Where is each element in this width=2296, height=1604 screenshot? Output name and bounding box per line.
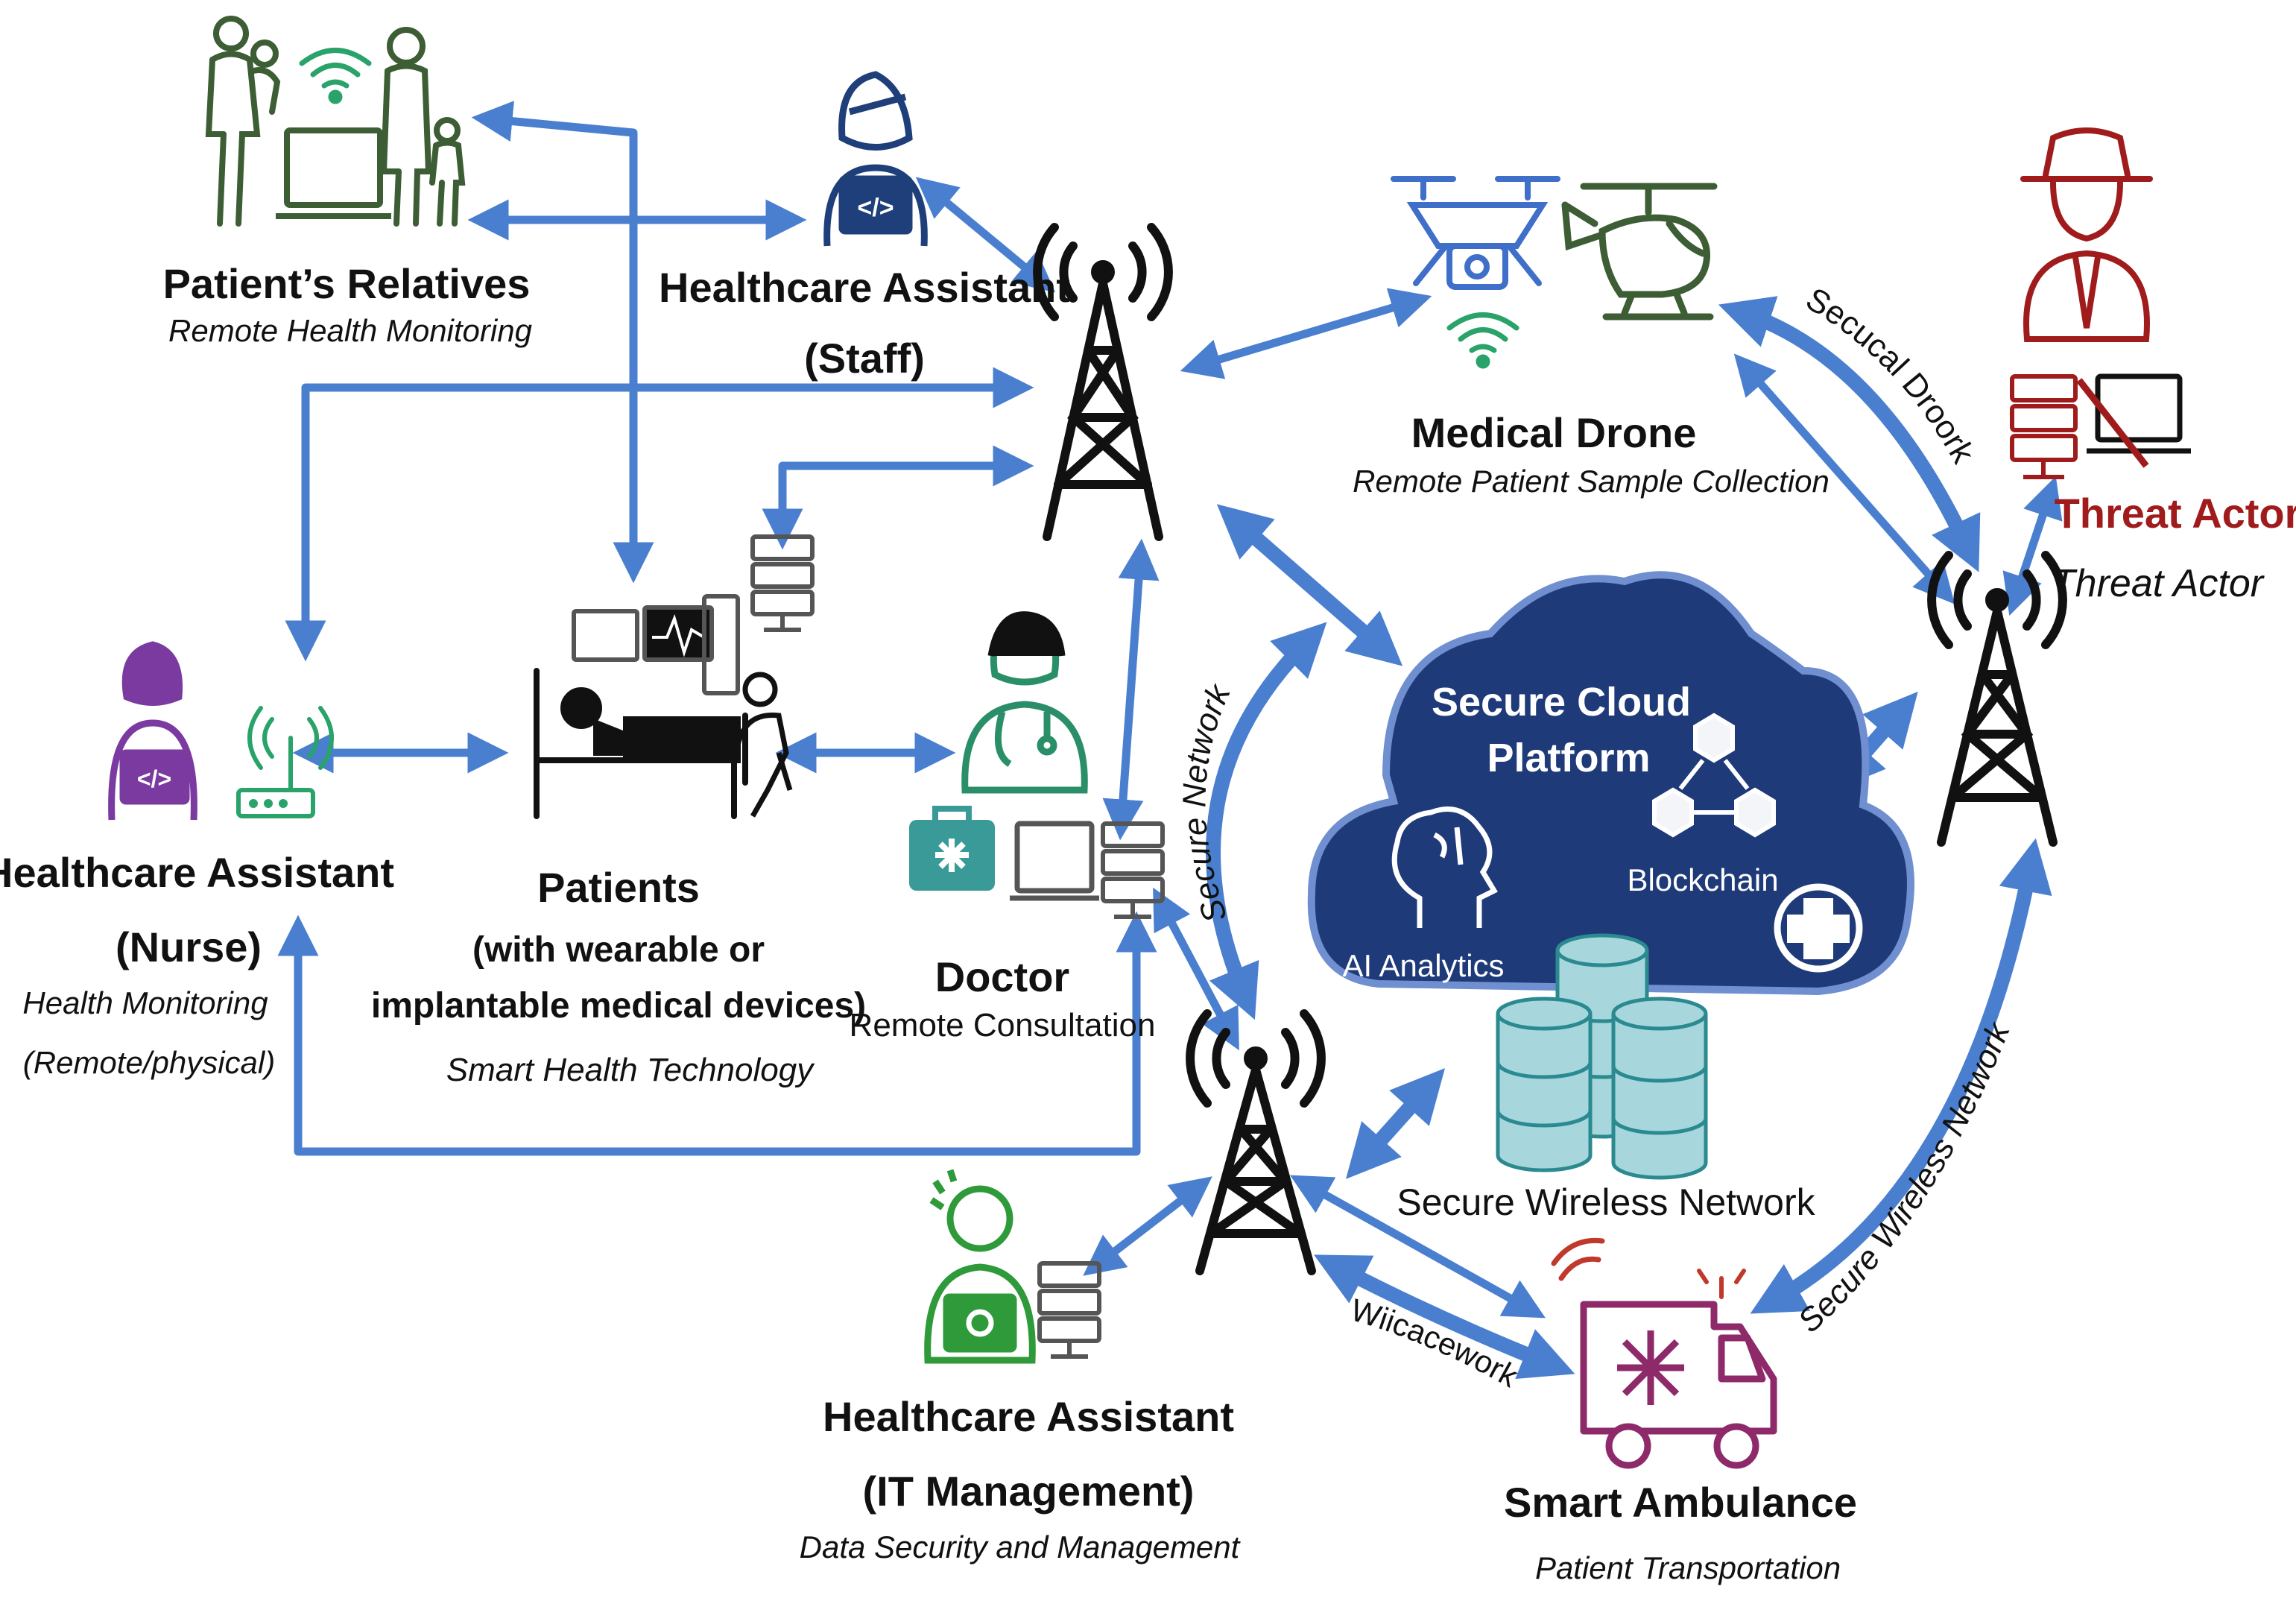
arrow-nurse-tower <box>285 367 1034 662</box>
patients-line2: (with wearable or <box>472 930 765 970</box>
patients-line3: implantable medical devices) <box>371 986 866 1026</box>
nurse-title2: (Nurse) <box>116 923 262 970</box>
relatives-subtitle: Remote Health Monitoring <box>168 313 532 348</box>
thick-arrows <box>1206 296 2052 1380</box>
arrow-secucal-curve <box>1718 296 1981 572</box>
doctor-icon <box>735 672 793 818</box>
wifi-icon <box>299 48 372 104</box>
svg-text:</>: </> <box>857 194 894 222</box>
blockchain-label: Blockchain <box>1627 862 1778 897</box>
it-title2: (IT Management) <box>863 1468 1195 1515</box>
svg-text:</>: </> <box>137 765 171 792</box>
nurse-icon: </> <box>108 641 197 821</box>
arrow-doctor-tower <box>1102 538 1160 841</box>
arrow-nurse-bottomloop <box>277 911 1157 1156</box>
server-icon <box>750 534 815 632</box>
cloud-title: Secure Cloud <box>1432 680 1691 724</box>
threat-title: Threat Actor <box>2055 490 2296 537</box>
it-title: Healthcare Assistant <box>823 1393 1234 1440</box>
it-subtitle: Data Security and Management <box>800 1529 1242 1564</box>
brain-icon <box>1391 806 1498 928</box>
ambulance-title: Smart Ambulance <box>1504 1479 1857 1526</box>
staff-title2: (Staff) <box>804 335 925 382</box>
arrow-threat-tower <box>2002 476 2063 616</box>
drone-title: Medical Drone <box>1411 409 1697 456</box>
laptop-icon <box>1010 821 1099 901</box>
patient-bed-icon <box>534 668 748 819</box>
nurse-subtitle2: (Remote/physical) <box>23 1045 275 1080</box>
arrow-securewireless-curve <box>1750 838 2052 1314</box>
doctor-subtitle: Remote Consultation <box>850 1007 1156 1043</box>
relatives-title: Patient’s Relatives <box>163 260 531 307</box>
laptop-icon <box>2076 373 2191 468</box>
arrow-staff-tower <box>915 177 1056 293</box>
doctor-icon <box>961 611 1088 794</box>
ambulance-subtitle: Patient Transportation <box>1535 1550 1841 1585</box>
patients-subtitle: Smart Health Technology <box>446 1052 815 1088</box>
wifi-icon <box>1551 1237 1605 1281</box>
arrow-it-tower2 <box>1083 1176 1212 1276</box>
it-manager-icon <box>924 1169 1036 1364</box>
nurse-subtitle: Health Monitoring <box>22 985 268 1020</box>
drone-icon <box>1391 176 1560 290</box>
arrow-tower-drone <box>1180 288 1432 379</box>
arrow-tower-cloud <box>1216 504 1403 666</box>
server-icon <box>1037 1261 1101 1359</box>
router-icon <box>236 706 334 818</box>
arrow-securenetwork-curve <box>1206 622 1327 1020</box>
threat-title2: Threat Actor <box>2052 562 2265 605</box>
laptop-icon <box>276 127 391 219</box>
tower-icon <box>1186 1009 1326 1275</box>
ambulance-icon <box>1580 1301 1777 1469</box>
cloud-title2: Platform <box>1487 736 1650 780</box>
secucal-droork-label: Secucal Droork <box>1800 280 1982 470</box>
medical-cross-icon <box>1774 883 1863 973</box>
drone-subtitle: Remote Patient Sample Collection <box>1353 464 1829 499</box>
server-icon <box>1101 821 1165 919</box>
tower-icon <box>1033 223 1173 541</box>
cloud-icon <box>1307 571 1914 1180</box>
wireless-title: Secure Wireless Network <box>1397 1181 1815 1223</box>
patients-title: Patients <box>537 864 700 911</box>
ai-analytics-label: AI Analytics <box>1342 948 1504 983</box>
doctor-title: Doctor <box>935 953 1069 1000</box>
medical-kit-icon <box>909 806 995 891</box>
database-icon <box>1496 933 1708 1180</box>
helicopter-icon <box>1561 183 1718 321</box>
server-icon <box>2010 374 2078 479</box>
staff-icon: </> <box>823 71 928 247</box>
blockchain-icon <box>1652 713 1776 838</box>
arrow-wiicacework-curve <box>1314 1254 1575 1380</box>
monitor-icon <box>572 594 740 695</box>
family-icon <box>205 16 466 227</box>
staff-title: Healthcare Assistant <box>659 264 1070 311</box>
threat-actor-icon <box>2020 127 2153 342</box>
siren-icon <box>1697 1269 1746 1299</box>
arrow-tower2-cloud <box>1345 1068 1446 1179</box>
wifi-icon <box>1446 312 1519 369</box>
nurse-title: Healthcare Assistant <box>0 849 394 896</box>
secure-network-label: Secure Network <box>1176 678 1238 927</box>
arrow-server-tower <box>762 445 1034 550</box>
data-label: Data <box>1774 991 1841 1026</box>
tower-icon <box>1927 551 2067 847</box>
secure-wireless-network-label: Secure Wireless Network <box>1791 1017 2018 1340</box>
